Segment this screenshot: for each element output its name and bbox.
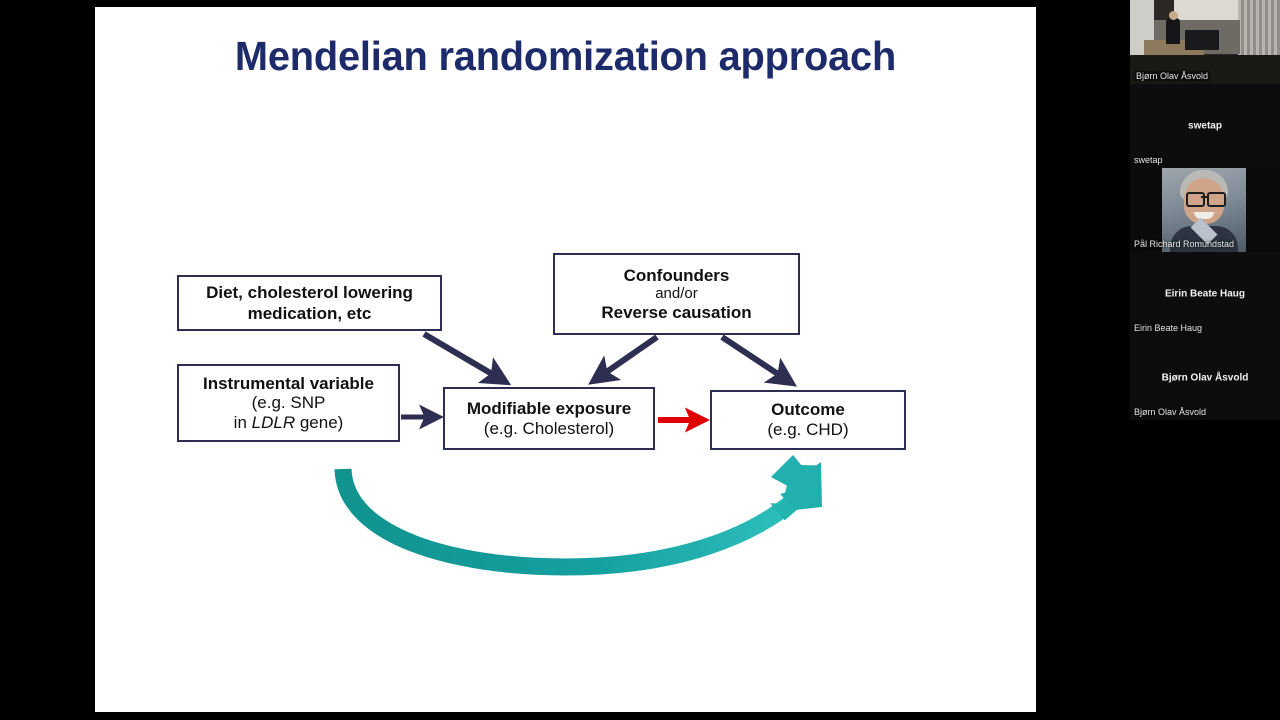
node-diet-box: Diet, cholesterol lowering medication, e… [177,275,442,331]
participant-name-label: Bjørn Olav Åsvold [1134,407,1207,417]
arrow-instrument-to-outcome-curved [334,455,822,576]
node-iv-line1: Instrumental variable [202,373,374,393]
participant-avatar-name: Bjørn Olav Åsvold [1161,372,1249,384]
node-modifiable-exposure-box: Modifiable exposure (e.g. Cholesterol) [443,387,655,450]
node-outcome-line2: (e.g. CHD) [767,420,849,439]
arrow-diet-to-exposure [422,331,512,386]
node-confounders-line3: Reverse causation [601,302,752,322]
participant-tile-bjorn[interactable]: Bjørn Olav Åsvold Bjørn Olav Åsvold [1130,336,1280,420]
arrow-confounders-to-outcome [720,334,798,387]
video-speaker-body [1166,18,1180,44]
screen-share-stage: Mendelian randomization approach [95,7,1036,712]
video-monitor [1185,30,1219,50]
node-instrumental-variable-box: Instrumental variable (e.g. SNP in LDLR … [177,364,400,442]
node-diet-line1: Diet, cholesterol lowering [206,282,413,302]
video-projection-screen [1174,0,1238,22]
photo-glasses-right [1207,192,1226,207]
participant-tile-video[interactable]: Bjørn Olav Åsvold [1130,0,1280,84]
photo-glasses-left [1186,192,1205,207]
participant-name-label: Pål Richard Romundstad [1134,239,1235,249]
photo-smile [1194,212,1214,219]
node-outcome-line1: Outcome [771,400,845,420]
video-speaker-head [1169,11,1178,20]
node-confounders-line2: and/or [655,285,698,303]
node-iv-line3-post: gene) [295,412,344,432]
participant-avatar-name: Eirin Beate Haug [1164,288,1246,300]
participant-avatar-name: swetap [1188,120,1222,132]
node-exposure-line2: (e.g. Cholesterol) [483,418,615,438]
node-confounders-line1: Confounders [623,265,730,285]
presentation-slide: Mendelian randomization approach [95,7,1036,712]
photo-glasses-bridge [1201,196,1207,198]
node-iv-line3-pre: in [233,412,252,432]
video-frame-podium [1130,0,1280,84]
node-confounders-box: Confounders and/or Reverse causation [553,253,800,335]
node-diet-line2: medication, etc [247,304,372,323]
node-outcome-box: Outcome (e.g. CHD) [710,390,906,450]
participant-name-label: swetap [1134,155,1163,165]
page-title: Mendelian randomization approach [234,33,897,79]
node-iv-line3: in LDLR gene) [234,413,344,433]
node-iv-gene-name: LDLR [251,412,296,432]
node-iv-line2: (e.g. SNP [251,393,326,413]
participant-tile-eirin[interactable]: Eirin Beate Haug Eirin Beate Haug [1130,252,1280,336]
node-exposure-line1: Modifiable exposure [466,398,632,418]
video-foreground [1130,55,1280,84]
participant-name-label: Eirin Beate Haug [1134,323,1203,333]
mendelian-randomization-diagram: Diet, cholesterol lowering medication, e… [95,7,1036,712]
arrow-confounders-to-exposure [588,334,659,385]
participant-name-label: Bjørn Olav Åsvold [1134,71,1211,81]
participant-tile-photo[interactable]: Pål Richard Romundstad [1130,168,1280,252]
participant-video-sidebar[interactable]: Bjørn Olav Åsvold swetap swetap Pål Rich… [1130,0,1280,720]
participant-tile-swetap[interactable]: swetap swetap [1130,84,1280,168]
diagram-arrows [334,331,822,576]
participant-photo [1162,168,1246,252]
